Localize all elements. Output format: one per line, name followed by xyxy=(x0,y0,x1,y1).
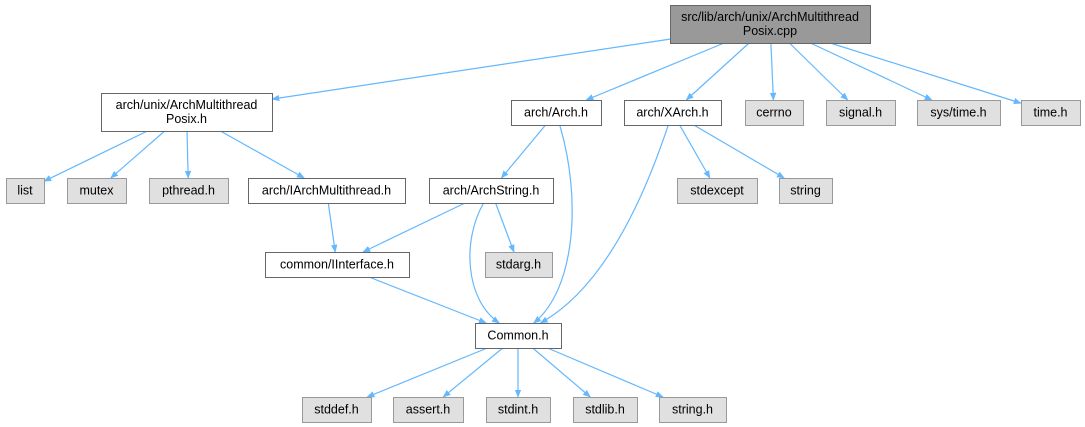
node-box xyxy=(265,252,410,278)
edge-root-to-xarch_h xyxy=(685,42,750,101)
node-label: Posix.cpp xyxy=(743,24,797,38)
node-label: src/lib/arch/unix/ArchMultithread xyxy=(681,10,859,24)
edges-layer xyxy=(43,38,1022,398)
edge-common_h-to-string_h xyxy=(547,347,664,398)
node-label: arch/XArch.h xyxy=(636,106,708,120)
node-iinterface-h[interactable]: common/IInterface.h xyxy=(265,252,410,278)
node-label: Posix.h xyxy=(166,112,207,126)
edge-iinterface_h-to-common_h xyxy=(368,276,487,324)
edge-arch_h-to-common_h xyxy=(533,124,573,324)
node-box xyxy=(429,178,554,204)
node-label: sys/time.h xyxy=(930,106,986,120)
node-string: string xyxy=(779,178,833,204)
edge-xarch_h-to-common_h xyxy=(539,124,669,324)
edge-amp_h-to-mutex xyxy=(110,130,166,179)
node-label: string.h xyxy=(672,403,713,417)
node-box xyxy=(826,100,896,126)
node-stdexcept: stdexcept xyxy=(677,178,758,204)
node-label: mutex xyxy=(79,184,114,198)
node-box xyxy=(670,5,871,44)
node-mutex: mutex xyxy=(67,178,127,204)
node-label: string xyxy=(790,184,821,198)
node-box xyxy=(677,178,758,204)
node-iamt-h[interactable]: arch/IArchMultithread.h xyxy=(248,178,406,204)
node-label: time.h xyxy=(1033,106,1067,120)
edge-xarch_h-to-string xyxy=(693,124,785,179)
node-label: stdexcept xyxy=(690,184,744,198)
node-label: stdarg.h xyxy=(496,258,541,272)
node-label: arch/IArchMultithread.h xyxy=(262,184,391,198)
node-label: arch/Arch.h xyxy=(524,106,588,120)
node-box xyxy=(1021,100,1081,126)
node-label: assert.h xyxy=(406,403,451,417)
edge-iamt_h-to-iinterface_h xyxy=(327,202,338,253)
node-string-h: string.h xyxy=(659,397,727,423)
node-box xyxy=(149,178,229,204)
edge-archstring_h-to-common_h xyxy=(469,202,500,324)
node-label: cerrno xyxy=(756,106,791,120)
node-signal-h: signal.h xyxy=(826,100,896,126)
node-label: signal.h xyxy=(839,106,882,120)
node-label: list xyxy=(17,184,33,198)
node-box xyxy=(779,178,833,204)
node-stddef-h: stddef.h xyxy=(302,397,372,423)
node-label: Common.h xyxy=(487,329,548,343)
node-box xyxy=(248,178,406,204)
edge-arch_h-to-archstring_h xyxy=(500,124,547,179)
edge-common_h-to-stddef_h xyxy=(366,347,488,398)
node-label: stddef.h xyxy=(314,403,359,417)
node-label: stdint.h xyxy=(498,403,538,417)
node-stdarg-h: stdarg.h xyxy=(485,252,553,278)
nodes-layer: src/lib/arch/unix/ArchMultithreadPosix.c… xyxy=(6,5,1081,423)
node-common-h[interactable]: Common.h xyxy=(475,323,562,349)
node-box xyxy=(917,100,1001,126)
edge-root-to-cerrno xyxy=(769,42,777,101)
node-box xyxy=(475,323,562,349)
node-box xyxy=(486,397,551,423)
node-cerrno: cerrno xyxy=(745,100,804,126)
edge-root-to-systime_h xyxy=(810,42,933,101)
node-label: common/IInterface.h xyxy=(280,258,394,272)
node-arch-h[interactable]: arch/Arch.h xyxy=(511,100,602,126)
node-stdlib-h: stdlib.h xyxy=(573,397,638,423)
edge-common_h-to-stdlib_h xyxy=(532,347,591,398)
node-pthread-h: pthread.h xyxy=(149,178,229,204)
node-box xyxy=(393,397,464,423)
node-label: pthread.h xyxy=(162,184,215,198)
edge-root-to-time_h xyxy=(830,42,1022,105)
node-box xyxy=(573,397,638,423)
edge-archstring_h-to-iinterface_h xyxy=(362,202,466,253)
node-label: arch/ArchString.h xyxy=(443,184,540,198)
edge-root-to-signal_h xyxy=(788,42,849,101)
node-root[interactable]: src/lib/arch/unix/ArchMultithreadPosix.c… xyxy=(670,5,871,44)
edge-amp_h-to-iamt_h xyxy=(220,130,305,179)
edge-xarch_h-to-stdexcept xyxy=(679,124,711,179)
edge-archstring_h-to-stdarg_h xyxy=(495,202,515,253)
edge-root-to-amp_h xyxy=(271,38,671,102)
edge-amp_h-to-list xyxy=(43,130,148,182)
node-box xyxy=(511,100,602,126)
node-box xyxy=(485,252,553,278)
node-archstring-h[interactable]: arch/ArchString.h xyxy=(429,178,554,204)
node-box xyxy=(101,93,273,132)
edge-amp_h-to-pthread_h xyxy=(184,130,192,179)
node-box xyxy=(745,100,804,126)
node-xarch-h[interactable]: arch/XArch.h xyxy=(624,100,722,126)
node-list: list xyxy=(6,178,45,204)
node-box xyxy=(67,178,127,204)
node-systime-h: sys/time.h xyxy=(917,100,1001,126)
node-stdint-h: stdint.h xyxy=(486,397,551,423)
node-label: arch/unix/ArchMultithread xyxy=(116,98,258,112)
edge-common_h-to-assert_h xyxy=(442,347,504,398)
node-box xyxy=(624,100,722,126)
edge-root-to-arch_h xyxy=(585,42,725,101)
node-label: stdlib.h xyxy=(585,403,625,417)
node-time-h: time.h xyxy=(1021,100,1081,126)
node-box xyxy=(6,178,45,204)
node-box xyxy=(659,397,727,423)
node-box xyxy=(302,397,372,423)
node-assert-h: assert.h xyxy=(393,397,464,423)
